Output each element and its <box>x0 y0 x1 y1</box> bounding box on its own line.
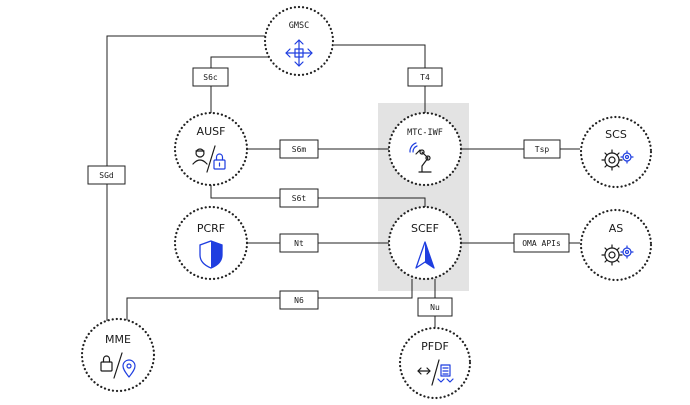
node-mtc-iwf-label: MTC-IWF <box>407 128 443 138</box>
iface-sgd: SGd <box>87 165 126 185</box>
node-scs-label: SCS <box>605 128 627 141</box>
iface-s6m: S6m <box>279 139 319 159</box>
arrows-slash-filter-icon <box>417 359 454 386</box>
iface-n6: N6 <box>279 290 319 310</box>
node-pcrf: PCRF <box>173 205 249 281</box>
link-gmsc-ausf <box>210 56 281 113</box>
iface-nt-label: Nt <box>294 239 304 248</box>
node-mme-label: MME <box>105 333 131 346</box>
iface-s6t: S6t <box>279 188 319 208</box>
iface-t4-label: T4 <box>420 73 430 82</box>
links <box>106 35 580 329</box>
interface-labels: S6c T4 SGd S6m Tsp S6t Nt OMA APIs <box>87 67 570 317</box>
node-mtc-iwf: MTC-IWF <box>387 111 463 187</box>
shield-icon <box>199 240 223 269</box>
link-gmsc-mme <box>106 35 265 322</box>
node-gmsc: GMSC <box>263 5 335 77</box>
gears-icon <box>601 244 634 266</box>
robot-arm-wireless-icon <box>409 142 432 173</box>
gears-icon <box>601 149 634 171</box>
iface-nu: Nu <box>417 297 453 317</box>
iface-s6m-label: S6m <box>292 145 307 154</box>
node-scef-label: SCEF <box>411 222 439 235</box>
navigation-arrow-icon <box>415 241 435 269</box>
node-as: AS <box>579 208 653 282</box>
node-pcrf-label: PCRF <box>197 222 225 235</box>
node-scs: SCS <box>579 115 653 189</box>
node-ausf: AUSF <box>173 111 249 187</box>
node-as-label: AS <box>609 222 624 235</box>
iface-oma-apis-label: OMA APIs <box>522 239 561 248</box>
node-ausf-label: AUSF <box>197 125 226 138</box>
node-mme: MME <box>80 317 156 393</box>
move-arrows-icon <box>285 39 313 67</box>
link-gmsc-mtc <box>334 44 426 117</box>
iface-n6-label: N6 <box>294 296 304 305</box>
iface-s6t-label: S6t <box>292 194 307 203</box>
user-slash-lock-icon <box>192 145 226 173</box>
iface-sgd-label: SGd <box>99 171 114 180</box>
iface-t4: T4 <box>407 67 443 87</box>
node-scef: SCEF <box>387 205 463 281</box>
iface-tsp: Tsp <box>523 139 561 159</box>
node-pfdf-label: PFDF <box>421 340 449 353</box>
node-pfdf: PFDF <box>398 326 472 400</box>
lock-slash-location-icon <box>100 352 136 379</box>
iface-nu-label: Nu <box>430 303 440 312</box>
iface-s6c: S6c <box>192 67 229 87</box>
iface-nt: Nt <box>279 233 319 253</box>
link-scef-mme <box>126 279 413 323</box>
iface-s6c-label: S6c <box>203 73 218 82</box>
iface-oma-apis: OMA APIs <box>513 233 570 253</box>
iface-tsp-label: Tsp <box>535 145 550 154</box>
node-gmsc-label: GMSC <box>289 21 309 31</box>
